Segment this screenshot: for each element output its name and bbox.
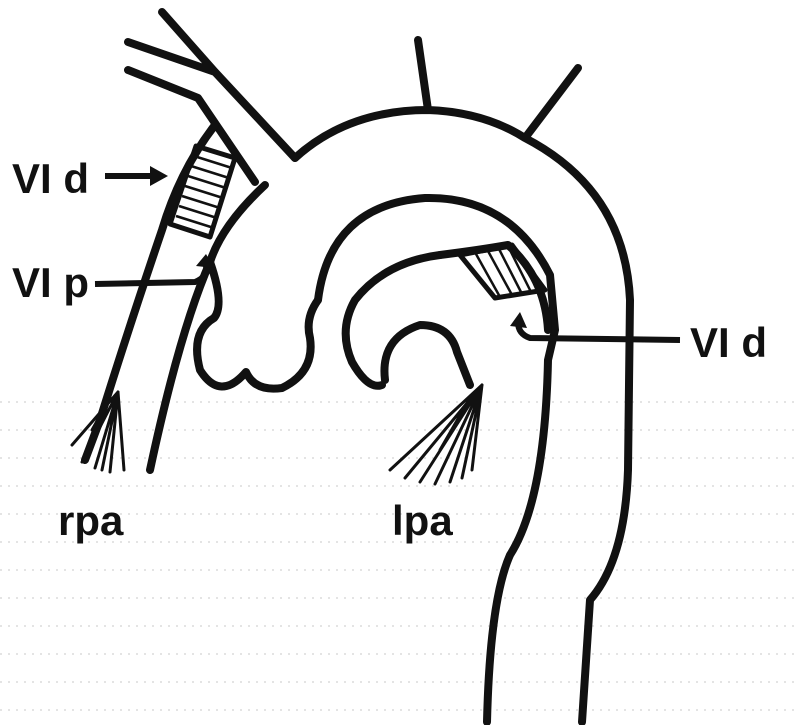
background-dotted-lines <box>0 401 800 711</box>
left-pulmonary-spiral <box>341 251 474 390</box>
aortic-arch-inner-wall <box>314 193 559 725</box>
vi-d-right-arrow <box>105 166 168 186</box>
left-pulmonary-artery-branches <box>388 383 484 486</box>
right-branch-outer-wall <box>124 8 299 186</box>
vi-d-left-pointer <box>510 312 681 343</box>
right-ductus-hatched-segment <box>167 143 238 240</box>
left-ductus-hatched-segment <box>457 242 548 301</box>
aortic-arch-outer-wall <box>291 36 634 725</box>
lpa-label: lpa <box>392 497 453 544</box>
vi-d-right-label: VI d <box>12 155 90 202</box>
vi-p-pointer <box>94 254 214 287</box>
rpa-label: rpa <box>58 497 124 544</box>
vi-d-left-label: VI d <box>690 319 768 366</box>
vi-p-label: VI p <box>12 259 90 306</box>
aortic-root-outline <box>193 258 322 393</box>
right-pulmonary-artery-branches <box>70 390 126 474</box>
